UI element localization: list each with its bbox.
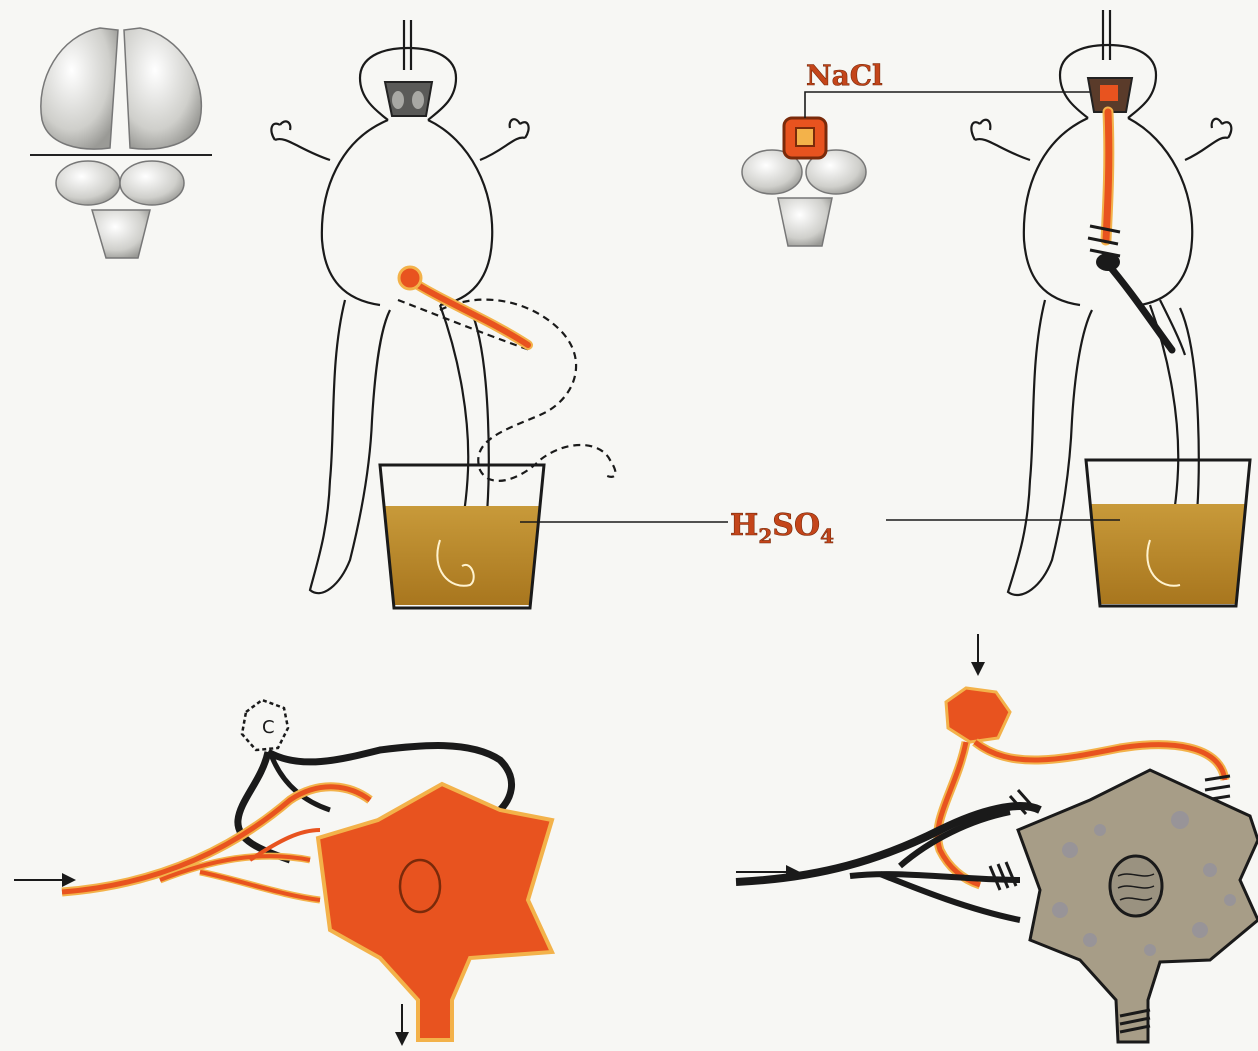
neuron-inhibited bbox=[736, 634, 1258, 1042]
nucleus-excited bbox=[400, 860, 440, 912]
motor-neuron-excited bbox=[318, 784, 552, 1040]
neuron-excited: C bbox=[14, 700, 552, 1046]
arrow-in-left bbox=[14, 873, 76, 887]
brain-right bbox=[742, 118, 866, 246]
inhibitory-pathway-right bbox=[1088, 112, 1172, 350]
acid-label-group: H2SO4 bbox=[520, 508, 1120, 548]
beaker-right bbox=[1086, 460, 1250, 606]
nacl-label-group: NaCl bbox=[805, 59, 1098, 118]
inhibitory-cell-active bbox=[946, 688, 1010, 742]
arrow-down-right bbox=[971, 634, 985, 676]
arrow-out-left bbox=[395, 1004, 409, 1046]
reflex-nerve-left bbox=[399, 267, 528, 345]
brain-left bbox=[30, 28, 212, 258]
nucleus-inhibited bbox=[1110, 856, 1162, 916]
svg-text:C: C bbox=[262, 717, 275, 738]
nacl-label: NaCl bbox=[806, 59, 883, 92]
brainstem-left bbox=[385, 82, 432, 116]
acid-label: H2SO4 bbox=[730, 508, 834, 548]
beaker-left bbox=[380, 465, 544, 608]
